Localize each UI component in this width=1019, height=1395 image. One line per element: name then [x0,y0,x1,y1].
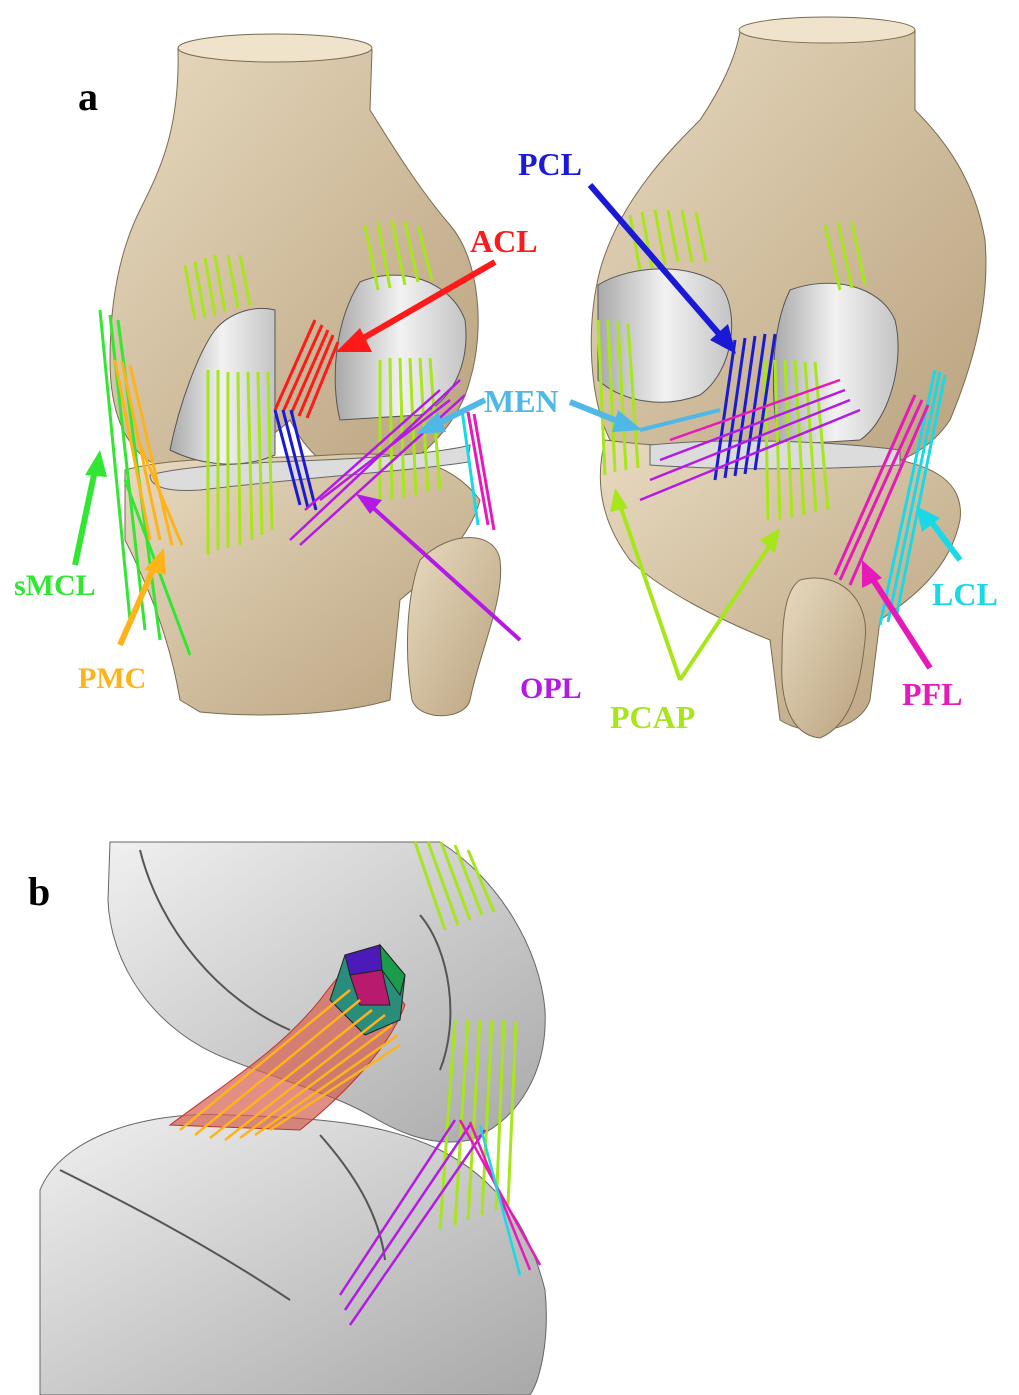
men-label: MEN [484,383,559,419]
left-fibula [407,538,500,716]
left-femur-shaft-top [178,34,372,62]
pcap-label: PCAP [610,699,695,735]
panel-b-letter: b [28,869,50,914]
right-femur-shaft-top [739,17,915,43]
opl-label: OPL [520,672,582,705]
acl-label: ACL [470,223,538,259]
smcl-annotation: sMCL [14,450,107,602]
panel-b: b [28,842,546,1395]
knee-acl-graft-closeup [40,842,546,1395]
lcl-label: LCL [932,576,998,612]
knee-posterior-medial-view: ACL sMCL PMC OPL [14,34,582,716]
pcl-label: PCL [518,146,582,182]
pmc-label: PMC [78,662,146,695]
smcl-label: sMCL [14,569,96,602]
pfl-label: PFL [902,676,962,712]
panel-a: a [14,17,998,738]
panel-a-letter: a [78,74,98,119]
knee-posterior-lateral-view: PCL MEN PCAP LCL [416,17,998,738]
